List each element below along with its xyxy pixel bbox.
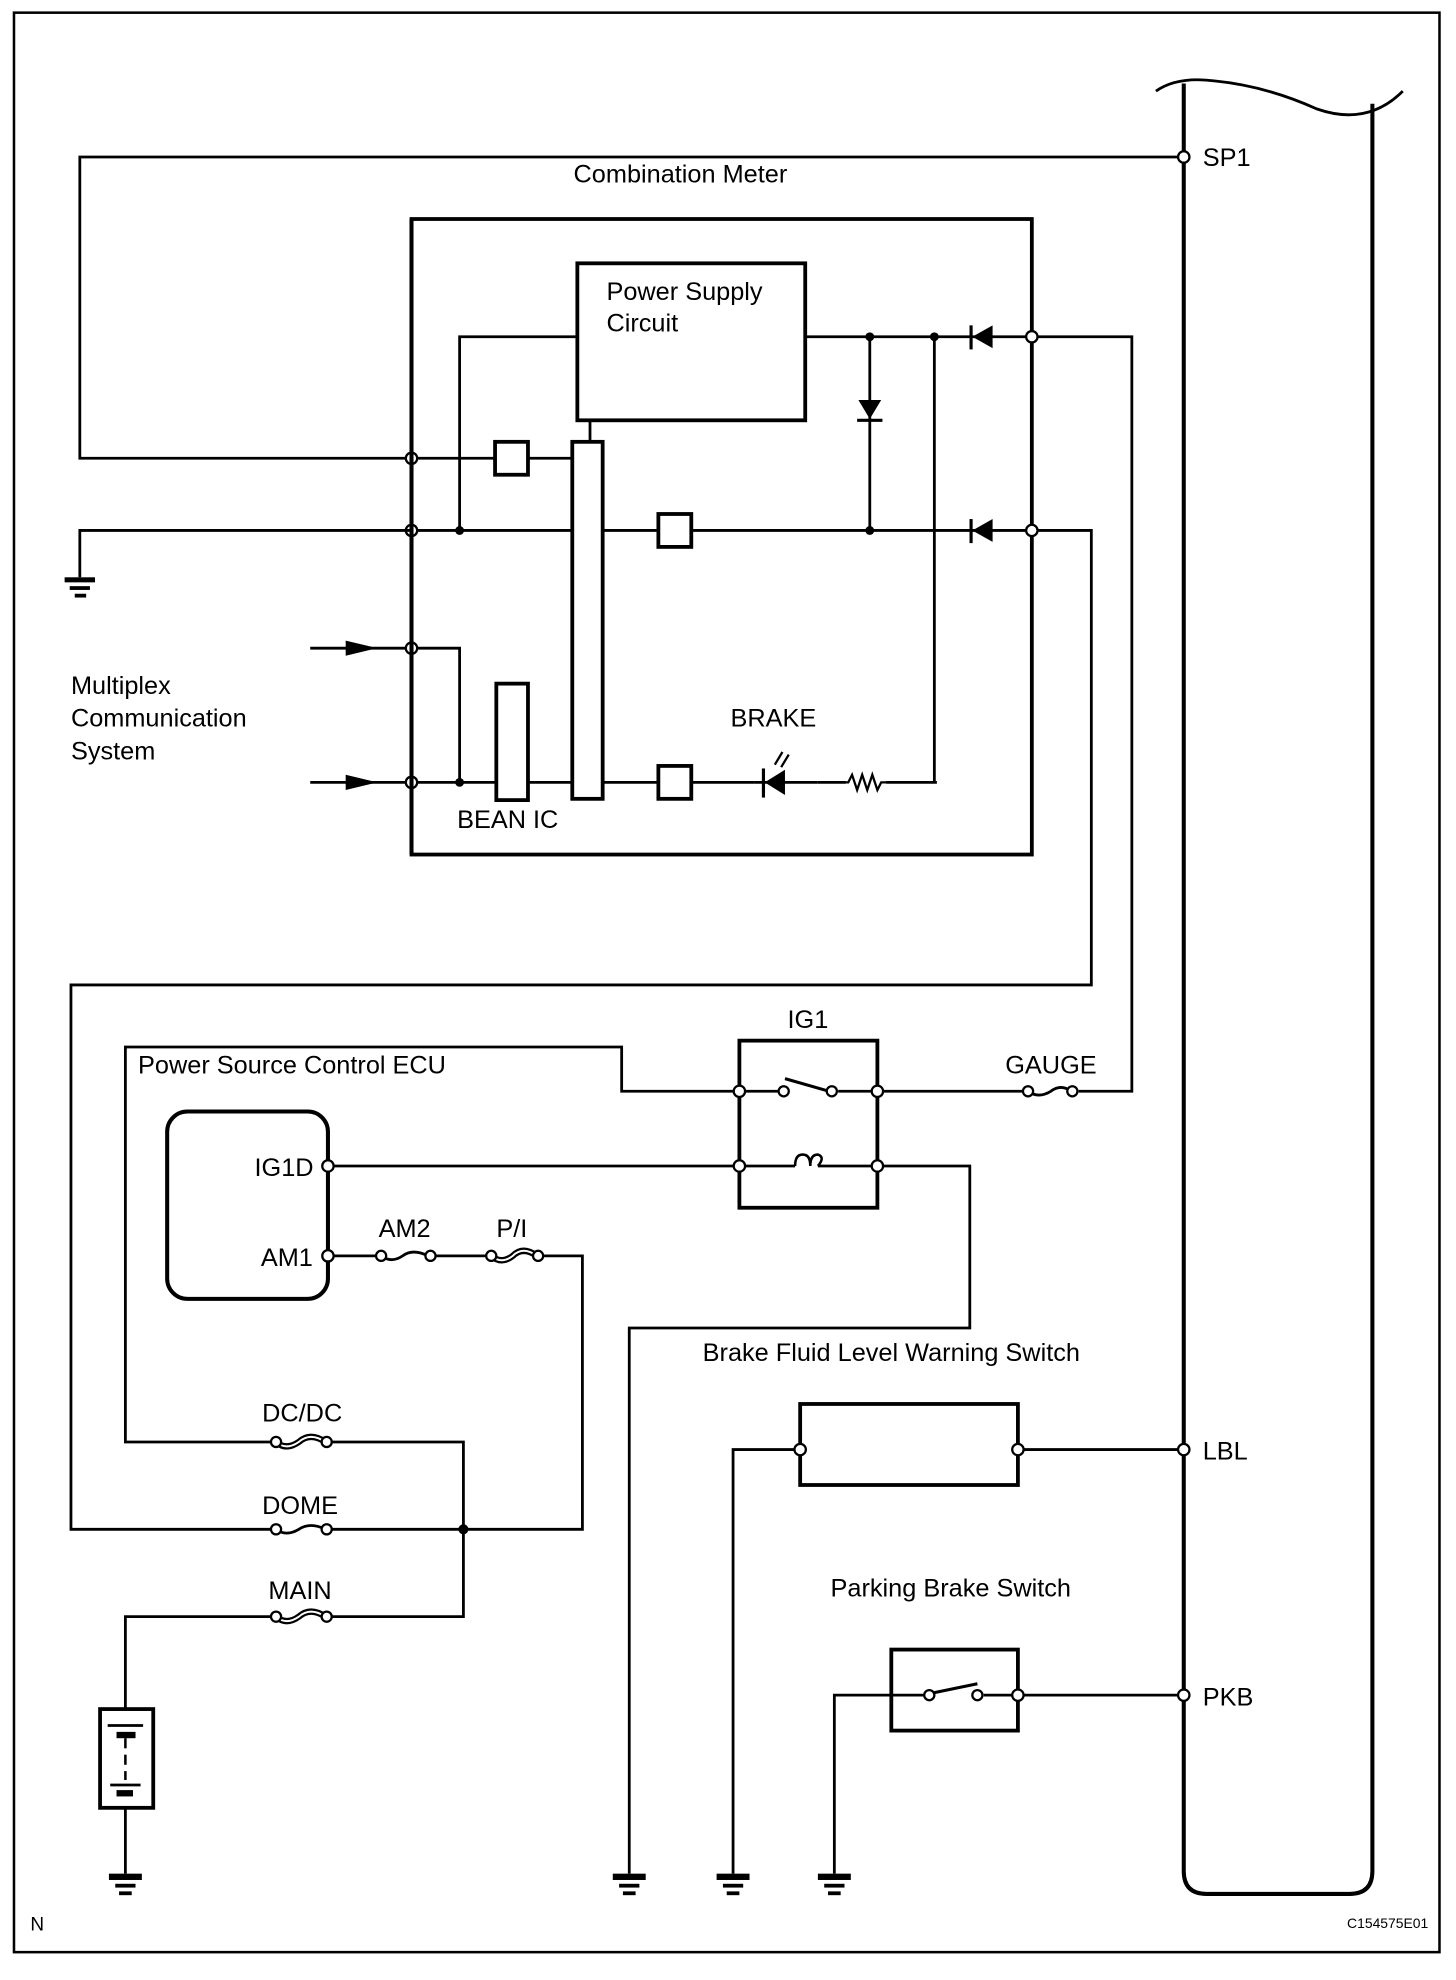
ground-icon [817,1873,851,1896]
multiplex-label-2: Communication [71,705,247,733]
ground-icon [108,1873,142,1896]
am2-fuse-icon [374,1249,437,1263]
combination-meter-label: Combination Meter [574,160,788,188]
pkb-terminal [1176,1688,1191,1702]
pkb-label: PKB [1203,1683,1254,1711]
ground-icon [716,1873,750,1896]
am1-terminal-label: AM1 [261,1244,313,1272]
power-supply-label-2: Circuit [606,310,678,338]
pi-fusible-link-icon [485,1247,545,1264]
multiplex-input-arrow-icon [310,640,407,656]
brake-fluid-switch-label: Brake Fluid Level Warning Switch [703,1339,1080,1367]
lbl-terminal [1176,1442,1191,1457]
main-fusible-link-icon [269,1608,333,1625]
diagram-frame [12,11,1441,1954]
multiplex-label-1: Multiplex [71,672,171,700]
bean-ic-label: BEAN IC [457,806,558,834]
connector-2 [656,512,694,549]
bean-ic [494,681,530,803]
corner-mark: N [30,1915,44,1936]
combination-meter: Power Supply Circuit BEAN IC [404,217,1039,857]
ground-icon [612,1873,646,1896]
main-fuse-label: MAIN [268,1577,331,1605]
brake-fluid-switch-box [798,1402,1020,1487]
parking-brake-switch-label: Parking Brake Switch [831,1574,1071,1602]
brake-warning-led-icon [754,751,818,798]
sp1-terminal [1176,150,1191,164]
resistor-icon [840,771,889,794]
ground-icon [64,577,96,598]
sp1-label: SP1 [1203,144,1251,172]
power-supply-label-1: Power Supply [606,278,762,306]
dome-fuse-icon [269,1523,333,1536]
harness-bus [1155,78,1404,1896]
diode-icon [857,400,883,422]
battery-icon [98,1707,156,1810]
power-source-ecu-box [165,1109,330,1301]
power-source-ecu-label: Power Source Control ECU [138,1052,446,1080]
cpu-block [570,439,605,801]
brake-label: BRAKE [731,705,817,733]
parking-brake-switch-box [889,1647,1020,1733]
connector-1 [493,439,530,477]
connector-3 [656,764,694,801]
pi-fuse-label: P/I [496,1215,527,1243]
ig1-relay [732,1038,885,1210]
multiplex-input-arrow-icon [310,774,407,790]
power-supply-circuit [575,261,808,423]
gauge-fuse-label: GAUGE [1005,1052,1096,1080]
dcdc-fuse-label: DC/DC [262,1400,342,1428]
multiplex-label-3: System [71,738,155,766]
dcdc-fusible-link-icon [269,1433,333,1450]
ig1-label: IG1 [788,1006,829,1034]
dome-fuse-label: DOME [262,1492,338,1520]
lbl-label: LBL [1203,1438,1248,1466]
ig1d-terminal-label: IG1D [255,1154,314,1182]
am2-fuse-label: AM2 [379,1215,431,1243]
figure-id: C154575E01 [1347,1915,1428,1931]
sp1-line: SP1 [78,144,1251,460]
diode-icon [969,519,993,544]
gauge-fuse-icon [1021,1085,1079,1098]
diode-icon [969,325,993,350]
